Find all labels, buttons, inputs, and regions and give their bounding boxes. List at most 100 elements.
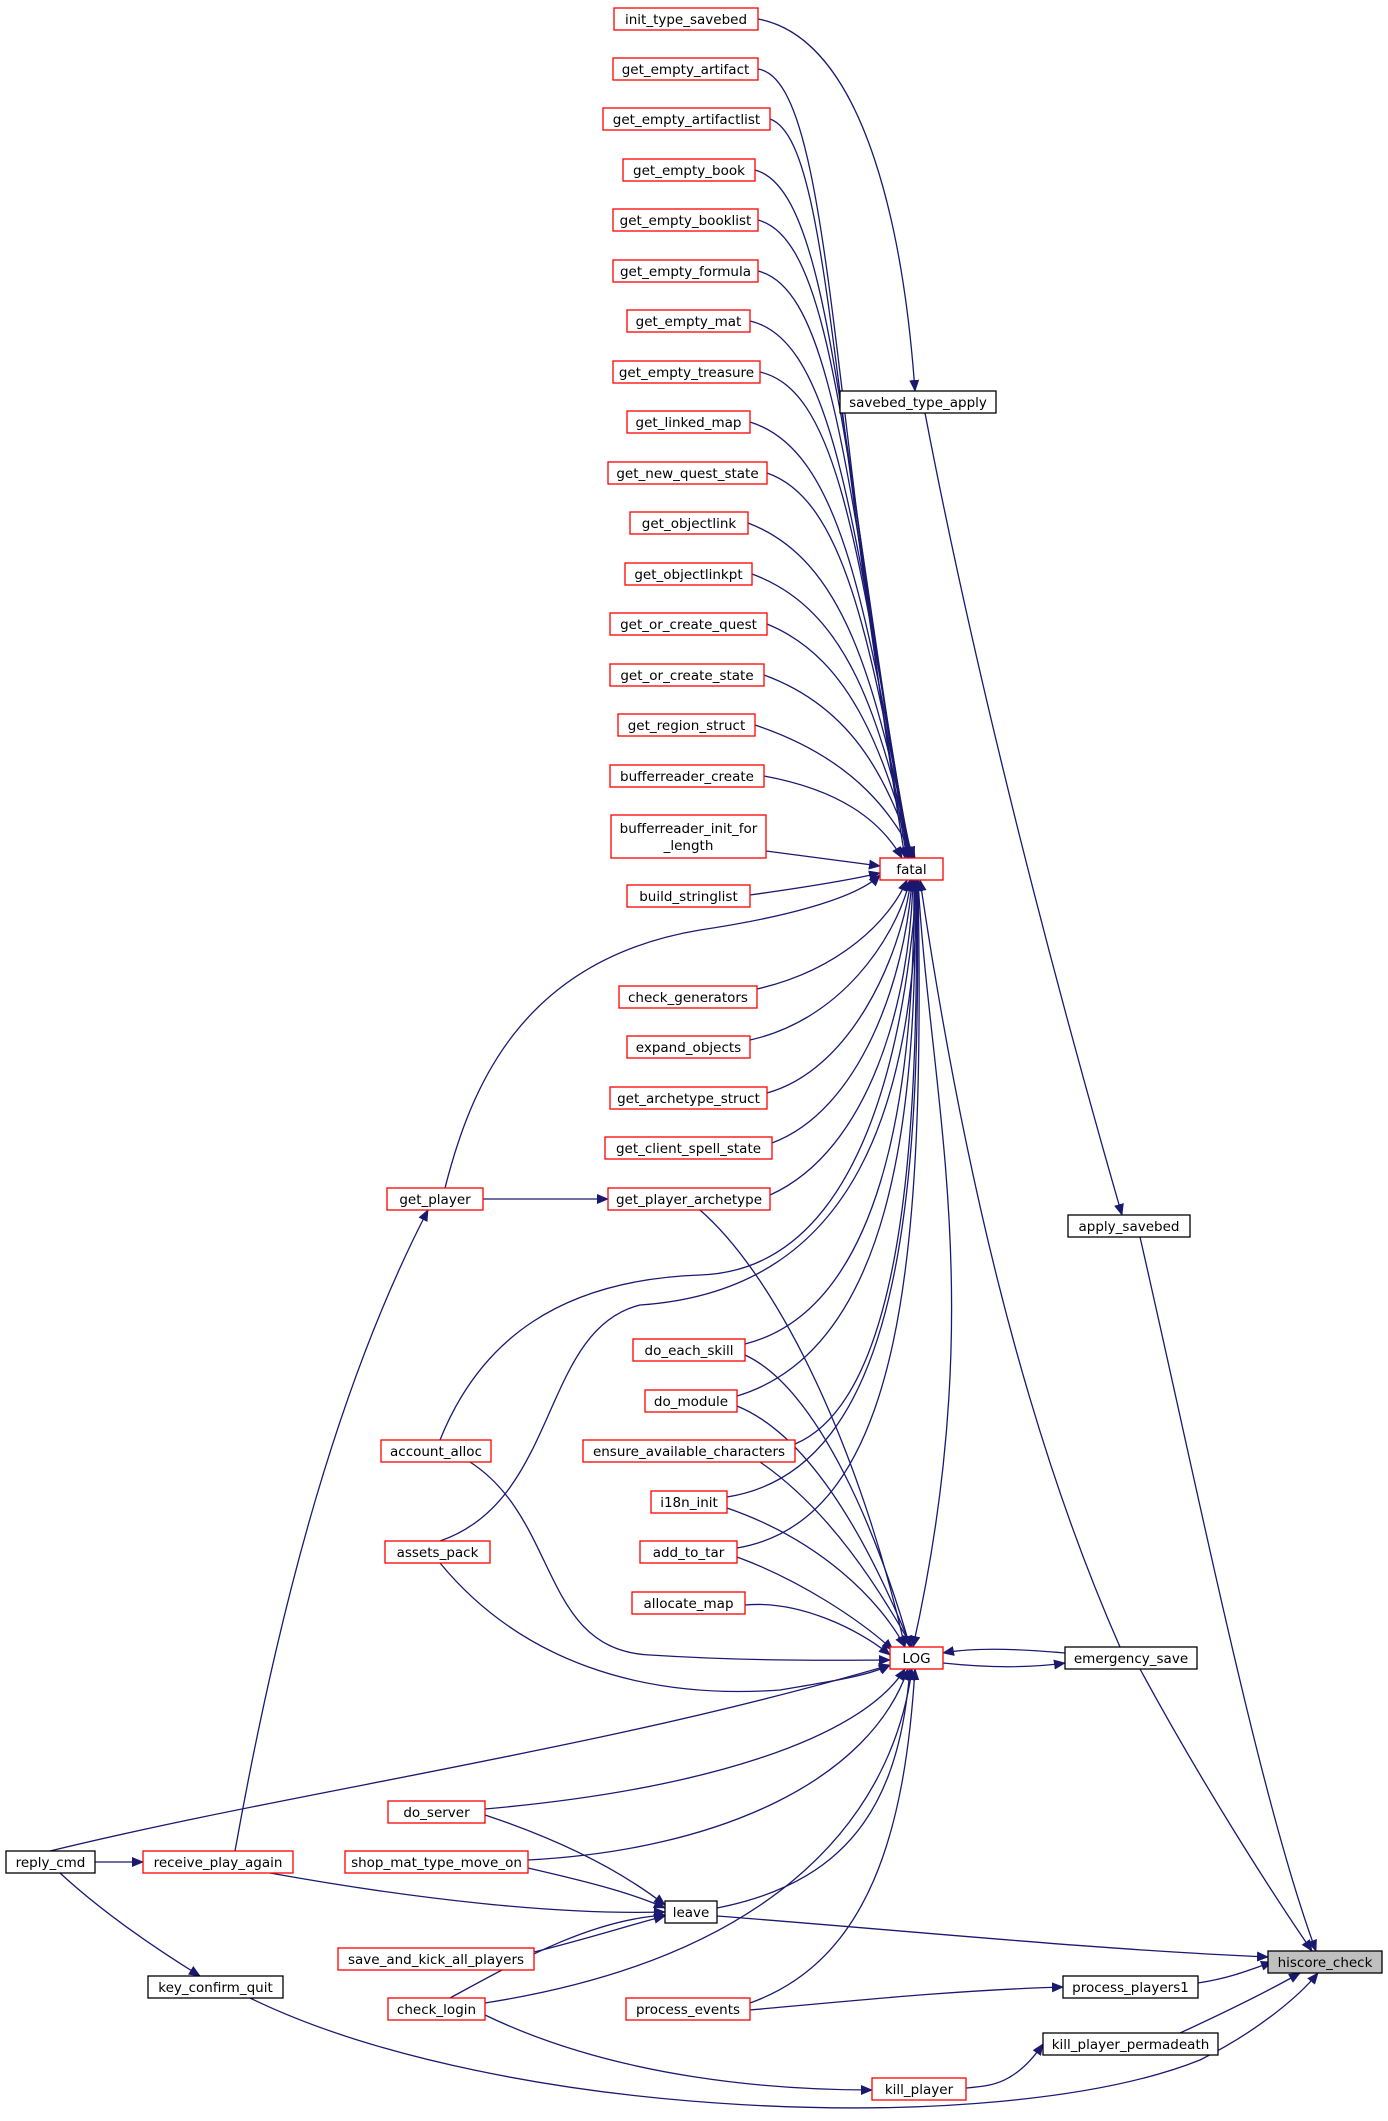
node-get_empty_book[interactable]: get_empty_book [622, 158, 756, 182]
node-label: get_empty_mat [636, 314, 742, 330]
node-process_events[interactable]: process_events [625, 1997, 751, 2021]
node-label: _length [663, 838, 714, 854]
node-box [1062, 1975, 1199, 1999]
node-get_region_struct[interactable]: get_region_struct [617, 713, 756, 737]
node-label: kill_player [885, 2082, 954, 2098]
node-emergency_save[interactable]: emergency_save [1064, 1646, 1198, 1670]
node-label: get_empty_artifactlist [613, 112, 760, 128]
edge-do_server-to-leave [484, 1814, 666, 1906]
edge-expand_objects-to-fatal [749, 879, 913, 1041]
node-i18n_init[interactable]: i18n_init [650, 1490, 728, 1514]
node-label: fatal [896, 862, 926, 878]
node-hiscore_check[interactable]: hiscore_check [1267, 1950, 1383, 1974]
node-box [609, 1086, 768, 1110]
node-get_objectlink[interactable]: get_objectlink [629, 511, 749, 535]
node-get_empty_formula[interactable]: get_empty_formula [612, 259, 759, 283]
node-box [582, 1439, 796, 1463]
node-allocate_map[interactable]: allocate_map [631, 1591, 746, 1615]
node-label: get_linked_map [636, 415, 742, 431]
node-label: do_server [403, 1805, 470, 1821]
edge-get_player-to-fatal [444, 874, 881, 1189]
edge-process_events-to-process_players1 [749, 1982, 1064, 2011]
node-receive_play_again[interactable]: receive_play_again [142, 1850, 294, 1874]
edge-i18n_init-to-LOG [726, 1507, 906, 1648]
node-do_module[interactable]: do_module [644, 1389, 738, 1413]
edge-reply_cmd-to-key_confirm_quit [59, 1872, 201, 1977]
edge-do_each_skill-to-LOG [744, 1354, 912, 1648]
node-get_or_create_quest[interactable]: get_or_create_quest [609, 612, 768, 636]
node-bufferreader_init_for_length[interactable]: bufferreader_init_for_length [610, 814, 767, 859]
node-box [612, 57, 759, 81]
node-check_login[interactable]: check_login [387, 1997, 486, 2021]
node-box [384, 1540, 491, 1564]
node-label: bufferreader_init_for [620, 821, 758, 837]
node-leave[interactable]: leave [664, 1900, 718, 1924]
edge-get_or_create_state-to-fatal [763, 674, 916, 859]
node-check_generators[interactable]: check_generators [618, 985, 758, 1009]
node-get_empty_mat[interactable]: get_empty_mat [626, 309, 751, 333]
node-box [607, 1187, 771, 1211]
node-bufferreader_create[interactable]: bufferreader_create [609, 764, 765, 788]
node-label: assets_pack [397, 1545, 479, 1561]
node-kill_player_permadeath[interactable]: kill_player_permadeath [1042, 2032, 1219, 2056]
node-process_players1[interactable]: process_players1 [1062, 1975, 1199, 1999]
node-get_archetype_struct[interactable]: get_archetype_struct [609, 1086, 768, 1110]
node-label: save_and_kick_all_players [348, 1952, 524, 1968]
node-reply_cmd[interactable]: reply_cmd [5, 1850, 96, 1874]
node-do_server[interactable]: do_server [387, 1800, 486, 1824]
node-get_player[interactable]: get_player [386, 1187, 484, 1211]
node-box [618, 985, 758, 1009]
node-savebed_type_apply[interactable]: savebed_type_apply [839, 390, 997, 414]
node-account_alloc[interactable]: account_alloc [380, 1439, 492, 1463]
edge-receive_play_again-to-leave [269, 1872, 666, 1918]
node-label: savebed_type_apply [849, 395, 987, 411]
node-build_stringlist[interactable]: build_stringlist [626, 884, 751, 908]
edge-leave-to-LOG [716, 1668, 915, 1909]
node-kill_player[interactable]: kill_player [871, 2077, 967, 2101]
node-get_empty_booklist[interactable]: get_empty_booklist [612, 208, 759, 232]
node-get_empty_treasure[interactable]: get_empty_treasure [612, 360, 761, 384]
node-get_player_archetype[interactable]: get_player_archetype [607, 1187, 771, 1211]
node-apply_savebed[interactable]: apply_savebed [1067, 1214, 1191, 1238]
node-get_or_create_state[interactable]: get_or_create_state [609, 663, 765, 687]
edge-get_client_spell_state-to-fatal [771, 879, 917, 1144]
node-get_empty_artifactlist[interactable]: get_empty_artifactlist [602, 107, 771, 131]
node-init_type_savebed[interactable]: init_type_savebed [613, 7, 759, 31]
edge-account_alloc-to-fatal [439, 879, 922, 1441]
node-box [626, 884, 751, 908]
edge-bufferreader_init_for_length-to-fatal [765, 850, 881, 870]
node-label: get_player [399, 1192, 471, 1208]
node-ensure_available_characters[interactable]: ensure_available_characters [582, 1439, 796, 1463]
node-fatal[interactable]: fatal [879, 857, 944, 881]
node-box [1042, 2032, 1219, 2056]
node-box [629, 511, 749, 535]
node-box [617, 713, 756, 737]
node-label: get_empty_booklist [620, 213, 752, 229]
node-label: expand_objects [636, 1040, 741, 1056]
node-get_empty_artifact[interactable]: get_empty_artifact [612, 57, 759, 81]
node-label: key_confirm_quit [158, 1980, 273, 1996]
edge-assets_pack-to-fatal [439, 879, 923, 1542]
node-box [610, 814, 767, 859]
node-expand_objects[interactable]: expand_objects [626, 1035, 751, 1059]
node-label: get_new_quest_state [616, 466, 758, 482]
node-add_to_tar[interactable]: add_to_tar [639, 1540, 738, 1564]
node-get_objectlinkpt[interactable]: get_objectlinkpt [624, 562, 753, 586]
edge-get_empty_artifactlist-to-fatal [769, 118, 911, 859]
node-do_each_skill[interactable]: do_each_skill [632, 1338, 746, 1362]
node-assets_pack[interactable]: assets_pack [384, 1540, 491, 1564]
node-key_confirm_quit[interactable]: key_confirm_quit [147, 1975, 284, 1999]
node-box [612, 208, 759, 232]
node-LOG[interactable]: LOG [889, 1646, 944, 1670]
node-box [625, 1997, 751, 2021]
node-get_client_spell_state[interactable]: get_client_spell_state [604, 1136, 773, 1160]
node-save_and_kick_all_players[interactable]: save_and_kick_all_players [337, 1947, 535, 1971]
node-box [626, 1035, 751, 1059]
node-shop_mat_type_move_on[interactable]: shop_mat_type_move_on [344, 1850, 529, 1874]
node-get_new_quest_state[interactable]: get_new_quest_state [607, 461, 768, 485]
node-get_linked_map[interactable]: get_linked_map [626, 410, 751, 434]
edge-check_login-to-LOG [484, 1668, 916, 2004]
node-box [626, 309, 751, 333]
node-label: apply_savebed [1079, 1219, 1180, 1235]
node-label: get_objectlink [642, 516, 737, 532]
